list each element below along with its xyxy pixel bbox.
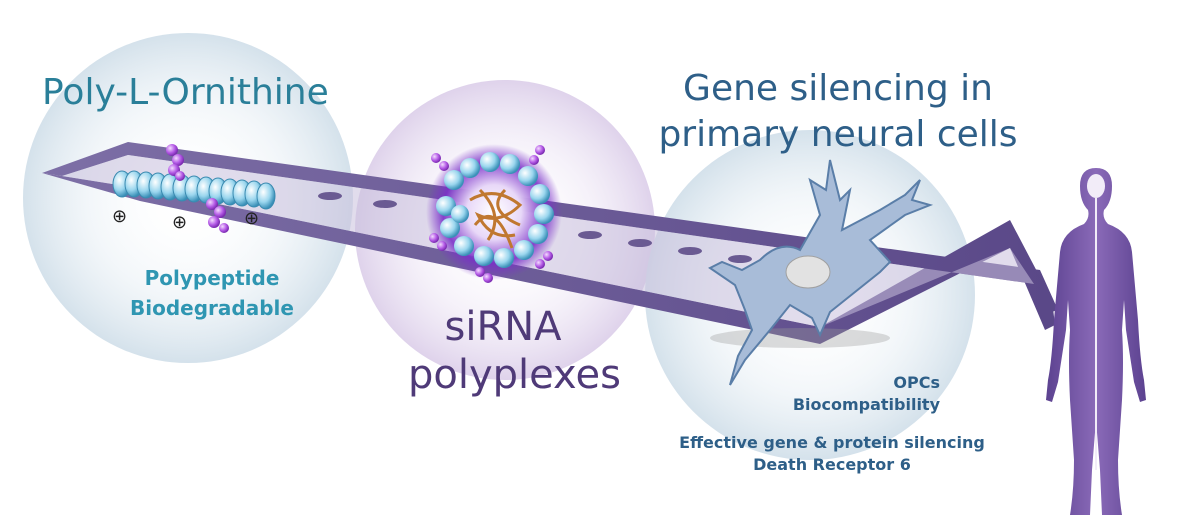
sirna-strand-icon bbox=[206, 198, 229, 233]
cell-nucleus bbox=[785, 255, 831, 289]
sirna-strand-icon bbox=[166, 144, 185, 181]
silencing-outcome: Death Receptor 6 bbox=[753, 455, 911, 474]
polyplex-title-line: polyplexes bbox=[408, 352, 621, 398]
silencing-outcomes: Effective gene & protein silencing Death… bbox=[612, 432, 1052, 476]
cell-labels: OPCs Biocompatibility bbox=[720, 372, 940, 416]
polyplex-title: siRNA polyplexes bbox=[408, 303, 621, 399]
strip-perforations bbox=[318, 192, 752, 263]
polyplex-beads bbox=[436, 152, 554, 268]
charge-symbol: ⊕ bbox=[172, 212, 187, 233]
polyplex-core bbox=[469, 188, 523, 249]
gene-silencing-title: Gene silencing in primary neural cells bbox=[648, 66, 1028, 158]
cell-shadow bbox=[710, 328, 890, 348]
charge-symbol: ⊕ bbox=[112, 206, 127, 227]
polymer-helix-icon: ⊕ ⊕ ⊕ bbox=[112, 144, 276, 233]
charge-symbols: ⊕ ⊕ ⊕ bbox=[112, 206, 259, 233]
neural-cell-icon bbox=[708, 159, 934, 386]
polymer-properties: Polypeptide Biodegradable bbox=[92, 263, 332, 323]
polymer-property: Biodegradable bbox=[130, 296, 294, 320]
polymer-title: Poly-L-Ornithine bbox=[42, 72, 329, 113]
silencing-outcome: Effective gene & protein silencing bbox=[679, 433, 985, 452]
helix-beads bbox=[112, 170, 276, 210]
sirna-strand-icon bbox=[429, 145, 553, 283]
gene-silencing-title-line: primary neural cells bbox=[658, 114, 1018, 155]
gene-silencing-title-line: Gene silencing in bbox=[683, 68, 993, 109]
polyplex-title-line: siRNA bbox=[444, 304, 562, 350]
charge-symbol: ⊕ bbox=[244, 208, 259, 229]
polyplex-icon bbox=[426, 144, 562, 283]
polymer-property: Polypeptide bbox=[144, 266, 280, 290]
cell-label: OPCs bbox=[893, 373, 940, 392]
cell-label: Biocompatibility bbox=[792, 395, 940, 414]
human-silhouette-icon bbox=[1046, 168, 1146, 515]
